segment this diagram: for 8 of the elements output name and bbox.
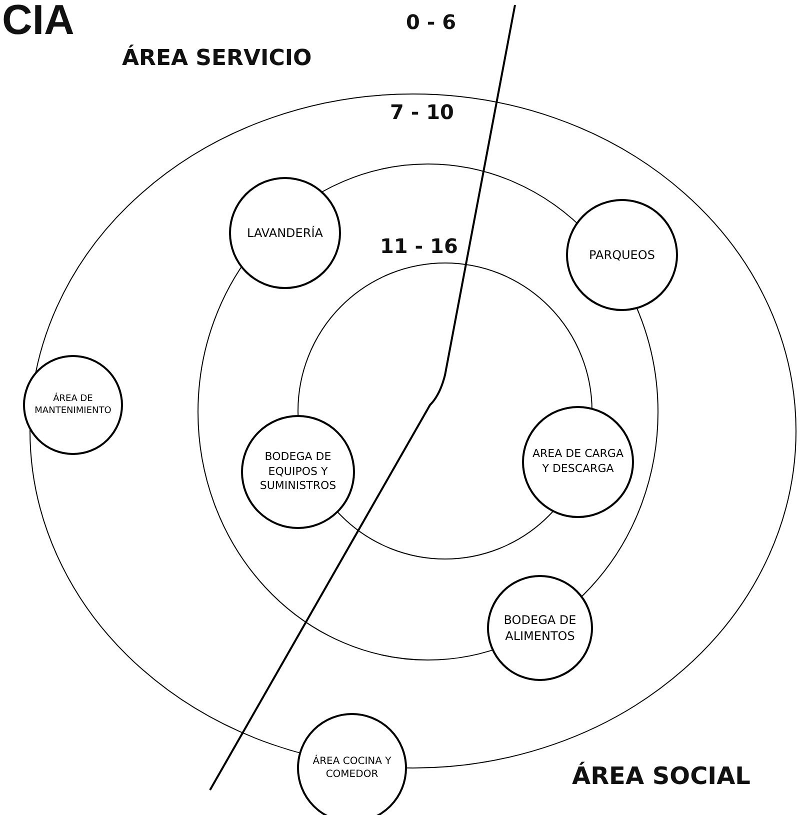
node-label: AREA DE CARGA Y DESCARGA (532, 447, 624, 477)
node-label: ÁREA DE MANTENIMIENTO (34, 392, 112, 418)
node-label: ÁREA COCINA Y COMEDOR (312, 754, 392, 782)
node-label: BODEGA DE ALIMENTOS (502, 612, 578, 644)
title: CIA (2, 0, 74, 44)
node-label: PARQUEOS (588, 246, 656, 264)
node-label: LAVANDERÍA (246, 224, 324, 242)
node-label: BODEGA DE EQUIPOS Y SUMINISTROS (258, 450, 338, 494)
